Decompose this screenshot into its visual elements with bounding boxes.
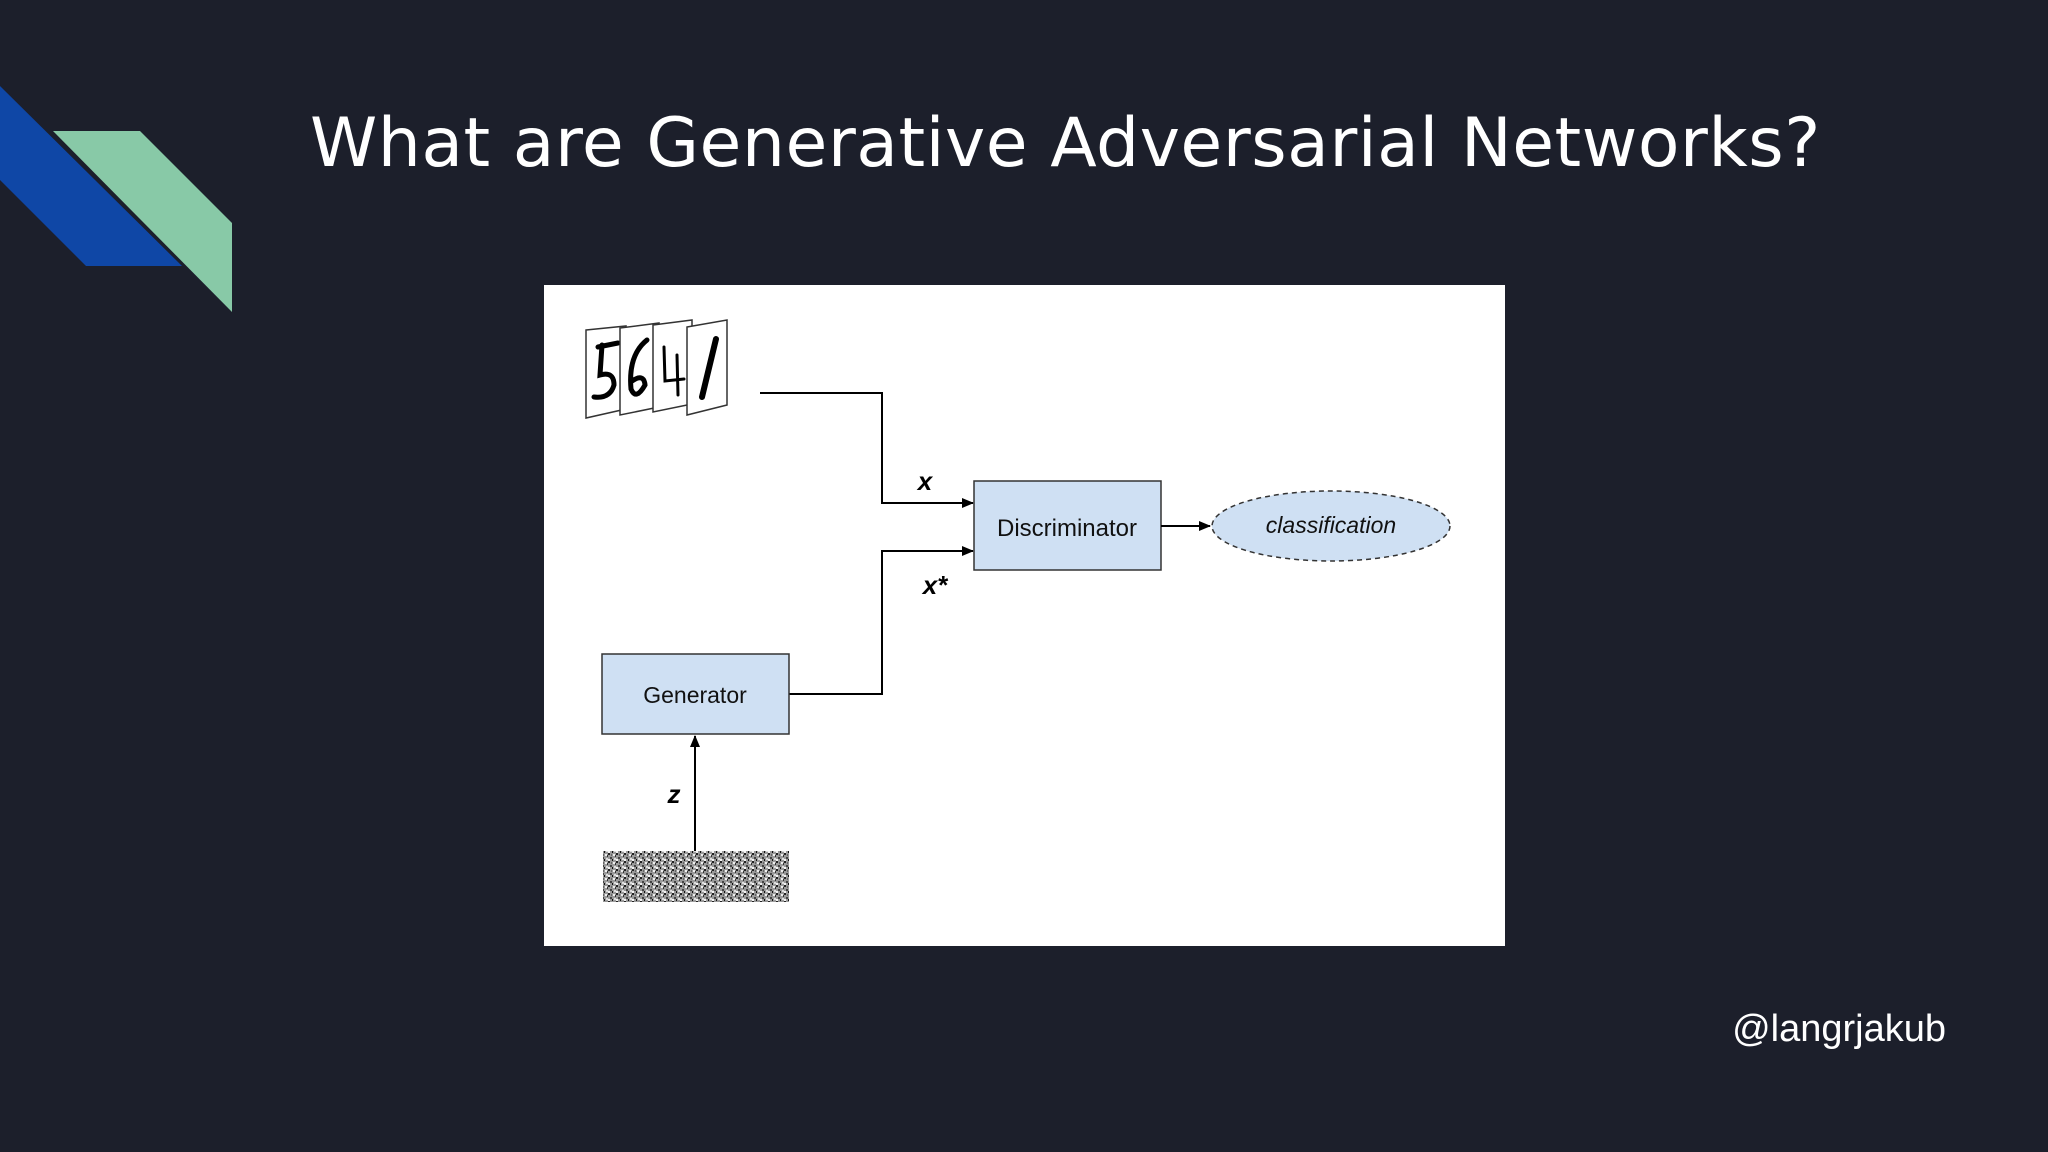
- noise-patch-icon: [603, 851, 789, 902]
- discriminator-box: [973, 480, 1162, 571]
- blue-accent-stripe: [0, 86, 182, 266]
- generator-box: [601, 653, 790, 735]
- gan-diagram-figure: x x* Discriminator classification Genera…: [544, 285, 1505, 946]
- slide-title: What are Generative Adversarial Networks…: [310, 104, 1821, 183]
- discriminator-label: Discriminator: [997, 515, 1137, 542]
- digit-card-4: [652, 319, 693, 413]
- fake-sample-arrow: [789, 546, 974, 695]
- real-sample-arrow: [760, 392, 974, 508]
- gan-diagram: x x* Discriminator classification Genera…: [585, 319, 1451, 902]
- noise-label: z: [667, 779, 681, 809]
- real-samples-icon: [585, 319, 728, 419]
- green-accent-stripe: [53, 131, 232, 312]
- classification-ellipse: [1211, 490, 1451, 562]
- corner-accent-stripes: [0, 86, 232, 312]
- real-input-label: x: [916, 466, 934, 496]
- fake-input-label: x*: [921, 570, 949, 600]
- classification-label: classification: [1266, 512, 1396, 538]
- author-handle: @langrjakub: [1732, 1008, 1946, 1050]
- generator-label: Generator: [643, 682, 747, 708]
